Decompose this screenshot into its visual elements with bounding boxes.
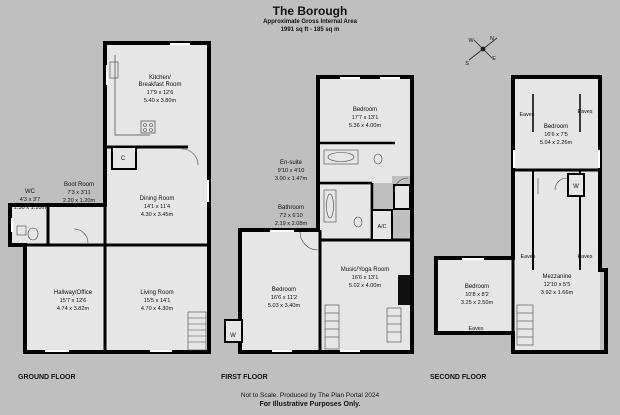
ensuite-metric: 3.00 x 1.47m: [275, 176, 308, 182]
eaves-label-2: Eaves: [578, 109, 593, 115]
ac-marker: A/C: [378, 224, 387, 230]
eaves-label-4: Eaves: [578, 254, 593, 260]
kitchen-name-1: Kitchen/: [149, 75, 171, 81]
hallway-room: [25, 245, 105, 352]
bathroom-room: [320, 185, 370, 240]
bathroom-metric: 2.19 x 2.08m: [275, 221, 308, 227]
bed1-metric: 5.36 x 4.00m: [349, 123, 382, 129]
first-floor-label: FIRST FLOOR: [221, 374, 268, 381]
bed2-imperial: 16'6 x 11'2: [271, 295, 297, 301]
bed3-imperial: 16'6 x 7'5: [544, 132, 568, 138]
boot-metric: 2.20 x 1.20m: [63, 198, 96, 204]
kitchen-imperial: 17'9 x 12'6: [147, 90, 174, 96]
bed4-metric: 3.25 x 2.50m: [461, 300, 494, 306]
plan-title: The Borough: [272, 4, 348, 18]
kitchen-name-2: Breakfast Room: [138, 82, 181, 88]
wc-imperial: 4'3 x 3'7: [20, 197, 41, 203]
compass-e: E: [492, 56, 496, 62]
hallway-imperial: 15'7 x 12'6: [60, 298, 87, 304]
living-metric: 4.70 x 4.30m: [141, 306, 174, 312]
footer-disclaimer: For Illustrative Purposes Only.: [259, 401, 361, 408]
first-floor: A/C W: [224, 75, 414, 354]
boot-room: [48, 205, 105, 245]
dining-metric: 4.30 x 3.45m: [141, 212, 174, 218]
bathroom-name: Bathroom: [278, 205, 304, 211]
second-floor: W Eaves Eaves Eaves Eaves Eaves B: [434, 75, 608, 354]
upper-stair-area: [513, 77, 600, 271]
music-metric: 5.02 x 4.00m: [349, 283, 382, 289]
mezzanine-room: [513, 270, 600, 352]
area-value: 1991 sq ft - 185 sq m: [280, 27, 340, 33]
music-room: [320, 240, 412, 352]
boot-imperial: 7'3 x 3'11: [67, 190, 90, 196]
bed4-name: Bedroom: [465, 284, 489, 290]
wc-metric: 1.30 x 1.10m: [14, 205, 47, 211]
dining-name: Dining Room: [140, 196, 175, 202]
dining-imperial: 14'1 x 11'4: [144, 204, 170, 210]
ensuite-name: En-suite: [280, 160, 303, 166]
living-name: Living Room: [140, 290, 173, 296]
bed1-name: Bedroom: [353, 107, 377, 113]
compass-n: N: [490, 36, 494, 42]
music-imperial: 16'6 x 13'1: [352, 275, 379, 281]
music-name: Music/Yoga Room: [341, 267, 389, 273]
wardrobe-marker-2: W: [573, 184, 579, 190]
compass-s: S: [465, 61, 469, 67]
bed3-name: Bedroom: [544, 124, 568, 130]
footer-note: Not to Scale. Produced by The Plan Porta…: [240, 392, 380, 399]
cupboard-marker: C: [121, 156, 126, 162]
bed4-imperial: 10'8 x 8'2: [465, 292, 489, 298]
hallway-name: Hallway/Office: [54, 290, 93, 296]
eaves-label-3: Eaves: [521, 254, 536, 260]
hallway-metric: 4.74 x 3.82m: [57, 306, 90, 312]
boot-name: Boot Room: [64, 182, 94, 188]
ground-floor-label: GROUND FLOOR: [18, 374, 76, 381]
ensuite-imperial: 9'10 x 4'10: [278, 168, 305, 174]
ground-floor: C: [8, 41, 211, 354]
compass-w: W: [468, 38, 474, 44]
bed1-imperial: 17'7 x 13'1: [352, 115, 379, 121]
kitchen-room: [105, 43, 209, 147]
bedroom2-room: [240, 230, 320, 352]
living-room: [105, 245, 209, 352]
bed2-name: Bedroom: [272, 287, 296, 293]
mezzanine-metric: 3.92 x 1.66m: [541, 290, 574, 296]
bathroom-imperial: 7'2 x 6'10: [279, 213, 303, 219]
kitchen-metric: 5.40 x 3.80m: [144, 98, 177, 104]
mezzanine-imperial: 12'10 x 5'5: [544, 282, 571, 288]
bed2-metric: 5.03 x 3.40m: [268, 303, 301, 309]
wardrobe-marker-1: W: [230, 333, 236, 339]
living-imperial: 15'5 x 14'1: [144, 298, 171, 304]
mezzanine-name: Mezzanine: [542, 274, 572, 280]
compass-icon: N E S W: [465, 36, 498, 67]
area-label: Approximate Gross Internal Area: [263, 19, 357, 25]
second-floor-label: SECOND FLOOR: [430, 374, 487, 381]
wc-room: [10, 205, 48, 245]
eaves-label-1: Eaves: [520, 112, 535, 118]
bedroom4-room: [436, 258, 513, 333]
bed3-metric: 5.04 x 2.26m: [540, 140, 573, 146]
eaves-label-5: Eaves: [469, 326, 484, 332]
wc-name: WC: [25, 189, 36, 195]
